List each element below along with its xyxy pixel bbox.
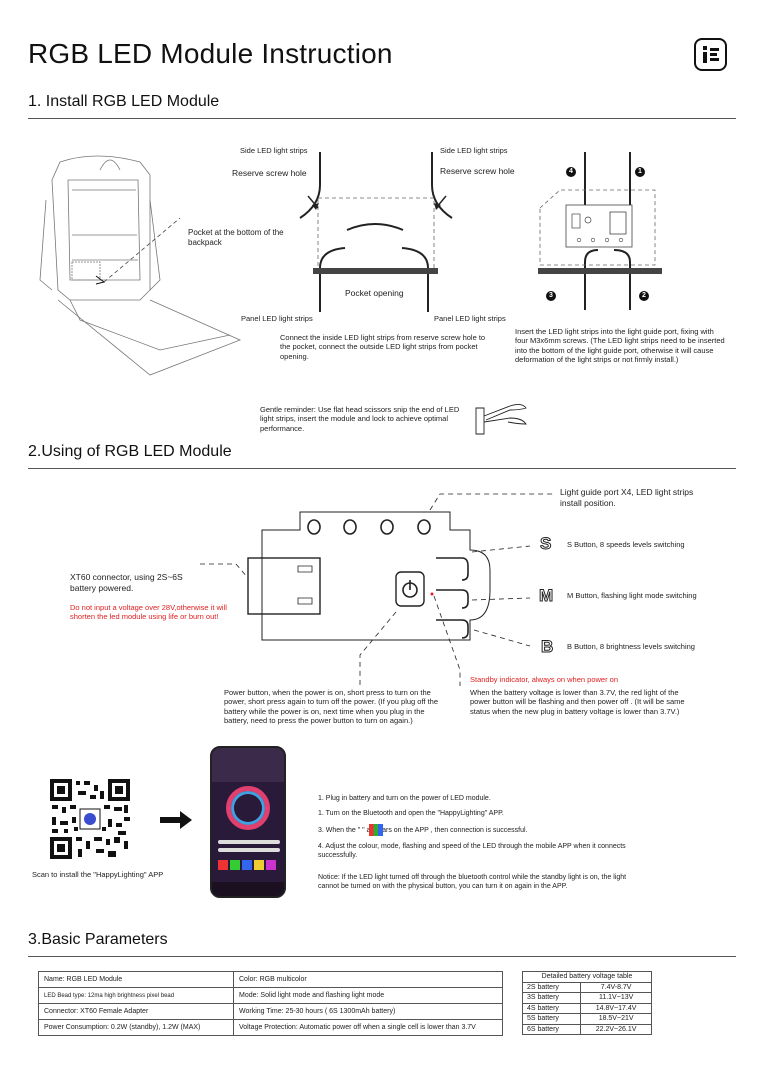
- table-row: 5S battery 18.5V~21V: [521, 1013, 652, 1025]
- table-cell: LED Bead type: 12ma high brightness pixe…: [38, 987, 234, 1004]
- table-cell: Connector: XT60 Female Adapter: [38, 1003, 234, 1020]
- bluetooth-notice: Notice: If the LED light turned off thro…: [318, 874, 627, 890]
- table-cell: Power Consumption: 0.2W (standby), 1.2W …: [38, 1019, 234, 1036]
- power-button-desc: Power button, when the power is on, shor…: [224, 688, 439, 726]
- pocket-diagram: [299, 152, 453, 312]
- panel-strip-left-label: Panel LED light strips: [241, 314, 313, 323]
- port-number-1: 1: [638, 168, 642, 175]
- side-strip-right-label: Side LED light strips: [440, 146, 508, 155]
- section-divider: [28, 118, 736, 119]
- pocket-label: Pocket at the bottom of the backpack: [188, 228, 284, 248]
- page-title: RGB LED Module Instruction: [28, 38, 393, 69]
- port-number-2: 2: [642, 292, 646, 299]
- section-divider: [28, 956, 736, 957]
- voltage-table: Detailed battery voltage table 2S batter…: [521, 971, 652, 1035]
- xt60-label: XT60 connector, using 2S~6S battery powe…: [70, 572, 183, 594]
- reserve-right-label: Reserve screw hole: [440, 166, 515, 176]
- section-divider: [28, 468, 736, 469]
- arrow-right-icon: [160, 811, 192, 829]
- table-cell: 3S battery: [521, 992, 582, 1004]
- insert-note: Insert the LED light strips into the lig…: [515, 327, 725, 365]
- section-heading-install: 1. Install RGB LED Module: [28, 93, 220, 110]
- table-cell: 2S battery: [521, 981, 582, 993]
- s-button-desc: S Button, 8 speeds levels switching: [567, 540, 685, 549]
- table-row: Connector: XT60 Female Adapter Working T…: [38, 1003, 503, 1020]
- table-row: 4S battery 14.8V~17.4V: [521, 1002, 652, 1014]
- app-connected-icon: [369, 824, 383, 836]
- table-cell: 22.2V~26.1V: [580, 1023, 652, 1035]
- port-number-4: 4: [569, 168, 573, 175]
- m-button-letter: M: [538, 586, 554, 606]
- brand-logo-icon: [694, 38, 727, 71]
- scan-label: Scan to install the "HappyLighting" APP: [32, 870, 164, 879]
- table-cell: 6S battery: [521, 1023, 582, 1035]
- step-3: 3. When the " " appears on the APP , the…: [318, 827, 528, 834]
- phone-screenshot: [210, 746, 286, 898]
- table-cell: 5S battery: [521, 1013, 582, 1025]
- table-cell: 11.1V~13V: [580, 992, 652, 1004]
- low-voltage-desc: When the battery voltage is lower than 3…: [470, 688, 685, 716]
- parameters-table: Name: RGB LED Module Color: RGB multicol…: [38, 971, 503, 1036]
- backpack-illustration: [39, 155, 242, 376]
- reserve-left-label: Reserve screw hole: [232, 168, 307, 178]
- table-cell: Voltage Protection: Automatic power off …: [233, 1019, 503, 1036]
- module-port-diagram: [538, 152, 662, 310]
- table-cell: 7.4V-8.7V: [580, 981, 652, 993]
- step-1: 1. Plug in battery and turn on the power…: [318, 795, 491, 802]
- table-cell: Color: RGB multicolor: [233, 971, 503, 988]
- table-cell: Mode: Solid light mode and flashing ligh…: [233, 987, 503, 1004]
- table-header-row: Detailed battery voltage table: [522, 971, 652, 983]
- s-button-letter: S: [539, 534, 552, 554]
- voltage-warning: Do not input a voltage over 28V,otherwis…: [70, 603, 227, 622]
- table-cell: Working Time: 25-30 hours ( 6S 1300mAh b…: [233, 1003, 503, 1020]
- table-cell: 4S battery: [521, 1002, 582, 1014]
- table-cell: 18.5V~21V: [580, 1013, 652, 1025]
- b-button-desc: B Button, 8 brightness levels switching: [567, 642, 695, 651]
- step-2: 1. Turn on the Bluetooth and open the "H…: [318, 810, 504, 817]
- table-row: Name: RGB LED Module Color: RGB multicol…: [38, 971, 503, 988]
- panel-strip-right-label: Panel LED light strips: [434, 314, 506, 323]
- color-wheel-icon: [226, 786, 270, 830]
- voltage-table-title: Detailed battery voltage table: [522, 971, 652, 983]
- table-cell: Name: RGB LED Module: [38, 971, 234, 988]
- pocket-opening-label: Pocket opening: [345, 288, 404, 298]
- section-heading-parameters: 3.Basic Parameters: [28, 931, 168, 948]
- table-row: Power Consumption: 0.2W (standby), 1.2W …: [38, 1019, 503, 1036]
- scissors-icon: [475, 403, 527, 435]
- table-row: LED Bead type: 12ma high brightness pixe…: [38, 987, 503, 1004]
- b-button-letter: B: [540, 637, 554, 657]
- standby-indicator-label: Standby indicator, always on when power …: [470, 675, 619, 684]
- gentle-reminder: Gentle reminder: Use flat head scissors …: [260, 405, 460, 433]
- light-guide-label: Light guide port X4, LED light strips in…: [560, 487, 694, 509]
- step-4: 4. Adjust the colour, mode, flashing and…: [318, 843, 626, 859]
- module-diagram: [200, 493, 555, 688]
- port-number-3: 3: [549, 292, 553, 299]
- table-row: 6S battery 22.2V~26.1V: [521, 1023, 652, 1035]
- side-strip-left-label: Side LED light strips: [240, 146, 308, 155]
- table-cell: 14.8V~17.4V: [580, 1002, 652, 1014]
- table-row: 3S battery 11.1V~13V: [521, 992, 652, 1004]
- table-row: 2S battery 7.4V-8.7V: [521, 981, 652, 993]
- connect-note: Connect the inside LED light strips from…: [280, 333, 486, 361]
- m-button-desc: M Button, flashing light mode switching: [567, 591, 697, 600]
- qr-code-icon: [48, 777, 132, 861]
- section-heading-using: 2.Using of RGB LED Module: [28, 443, 232, 460]
